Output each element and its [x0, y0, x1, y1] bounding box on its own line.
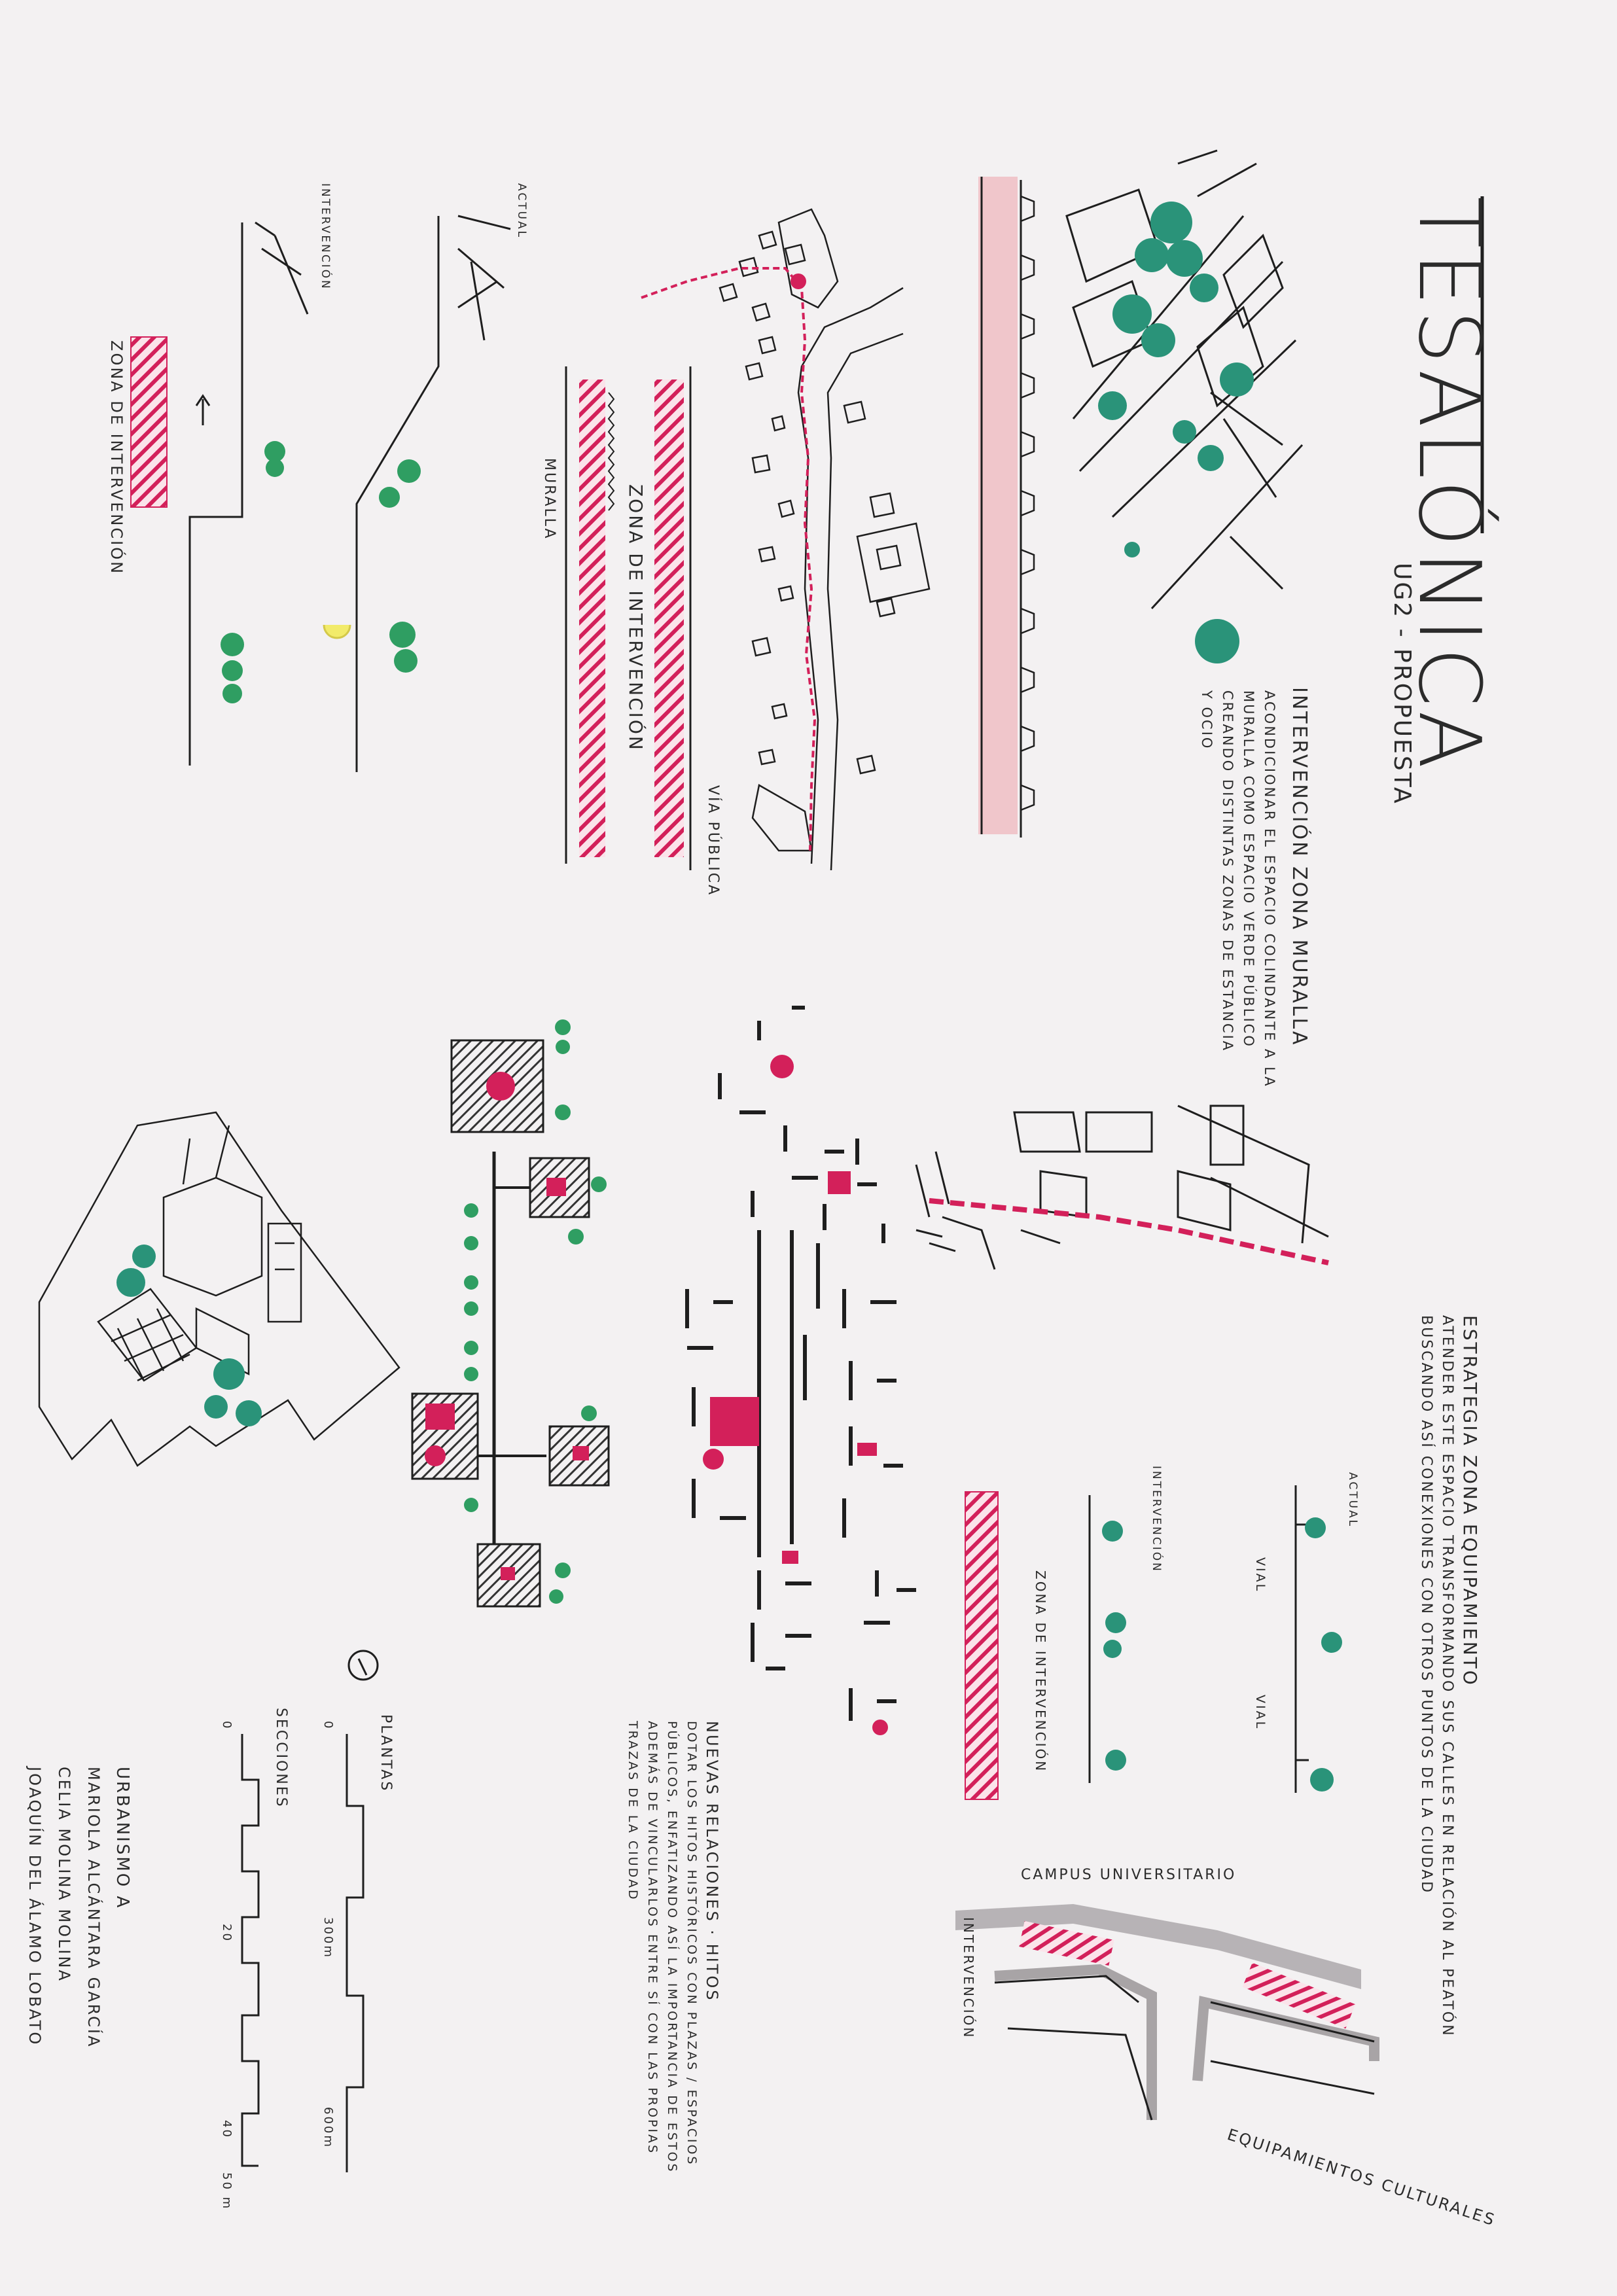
muralla-plan-sketch	[719, 208, 931, 871]
section-label-actual: ACTUAL	[515, 183, 528, 239]
secciones-tick: 50 m	[220, 2172, 234, 2211]
hitos-text-line: TRAZAS DE LA CIUDAD	[626, 1721, 640, 1901]
muralla-text-line: ACONDICIONAR EL ESPACIO COLINDANTE A LA	[1262, 690, 1277, 1088]
zona-intervencion-label-2: ZONA DE INTERVENCIÓN	[625, 484, 647, 752]
equipamiento-text-line: ATENDER ESTE ESPACIO TRANSFORMANDO SUS C…	[1439, 1315, 1455, 2038]
crossing-intervencion-label: INTERVENCIÓN	[961, 1917, 976, 2040]
hitos-street-plan	[685, 1006, 916, 1721]
hitos-text-line: ADEMÁS DE VINCULARLOS ENTRE SÍ CON LAS P…	[645, 1721, 660, 2155]
muralla-wall-line	[607, 392, 615, 511]
equipamiento-street-sketch	[915, 1104, 1329, 1270]
hitos-text-line: DOTAR LOS HITOS HISTÓRICOS CON PLAZAS / …	[684, 1721, 699, 2166]
muralla-hatch-strip-1	[579, 380, 605, 857]
muralla-text-line: MURALLA COMO ESPACIO VERDE PÚBLICO	[1241, 690, 1256, 1048]
muralla-heading: INTERVENCIÓN ZONA MURALLA	[1288, 687, 1311, 1047]
north-icon	[347, 1650, 379, 1681]
equipamiento-route-line	[929, 1198, 1329, 1265]
equipamiento-trees	[1102, 1517, 1342, 1792]
hitos-diagram	[411, 1039, 610, 1608]
vial-label: VIAL	[1253, 1695, 1268, 1731]
equipamiento-heading: ESTRATEGIA ZONA EQUIPAMIENTO	[1459, 1315, 1481, 1687]
hitos-text-line: PÚBLICOS, ENFATIZANDO ASÍ LA IMPORTANCIA…	[665, 1721, 679, 2174]
author-name: JOAQUÍN DEL ÁLAMO LOBATO	[26, 1767, 44, 2047]
muralla-perspective-sketch	[978, 149, 1304, 838]
plantas-scale-bar	[346, 1734, 364, 2172]
muralla-text-line: Y OCIO	[1199, 690, 1215, 751]
muralla-trees	[1098, 202, 1254, 663]
page-subtitle: UG2 - PROPUESTA	[1389, 563, 1415, 805]
plantas-tick: 0	[321, 1721, 335, 1731]
muralla-route-line	[641, 267, 817, 851]
author-name: MARIOLA ALCÁNTARA GARCÍA	[84, 1767, 103, 2049]
secciones-label: SECCIONES	[273, 1708, 289, 1809]
muralla-section-trees	[221, 441, 421, 703]
hitos-trees	[464, 1019, 607, 1604]
hitos-heading: NUEVAS RELACIONES · HITOS	[703, 1721, 721, 2002]
equip-label-actual: ACTUAL	[1346, 1472, 1359, 1528]
arrow-icon	[195, 394, 211, 425]
hitos-landmarks	[703, 1055, 888, 1735]
muralla-hatch-strip-2	[654, 380, 684, 857]
zona-intervencion-label: ZONA DE INTERVENCIÓN	[107, 340, 126, 576]
author-name: CELIA MOLINA MOLINA	[55, 1767, 73, 1983]
muralla-landmark	[791, 274, 806, 289]
muralla-label: MURALLA	[541, 458, 558, 540]
page-title: TESALÓNICA	[1400, 196, 1499, 773]
plantas-label: PLANTAS	[378, 1714, 394, 1793]
muralla-text-line: CREANDO DISTINTAS ZONAS DE ESTANCIA	[1220, 690, 1235, 1053]
sun-icon	[323, 624, 351, 639]
north-arrow	[357, 1658, 368, 1676]
equipamiento-text-line: BUSCANDO ASÍ CONEXIONES CON OTROS PUNTOS…	[1418, 1315, 1434, 1895]
plaza-trees	[116, 1245, 262, 1426]
muralla-strip-edges	[565, 366, 692, 870]
campus-label: CAMPUS UNIVERSITARIO	[1021, 1867, 1237, 1883]
secciones-scale-bar	[241, 1734, 260, 2167]
secciones-tick: 40	[220, 2120, 234, 2139]
via-publica-label: VÍA PÚBLICA	[705, 785, 721, 897]
vial-label: VIAL	[1253, 1557, 1268, 1593]
plantas-tick: 300m	[321, 1917, 335, 1959]
campus-crossing-sketch	[955, 1904, 1379, 2121]
equipamiento-hatch-strip	[965, 1491, 999, 1800]
equip-label-intervencion: INTERVENCIÓN	[1150, 1466, 1163, 1573]
muralla-section-hatch	[130, 336, 168, 508]
section-label-intervencion: INTERVENCIÓN	[319, 183, 332, 291]
plantas-tick: 600m	[321, 2107, 335, 2149]
course-label: URBANISMO A	[113, 1767, 132, 1910]
secciones-tick: 0	[220, 1721, 234, 1731]
muralla-sections	[188, 215, 511, 772]
secciones-tick: 20	[220, 1924, 234, 1943]
equip-zona-label: ZONA DE INTERVENCIÓN	[1033, 1570, 1048, 1773]
